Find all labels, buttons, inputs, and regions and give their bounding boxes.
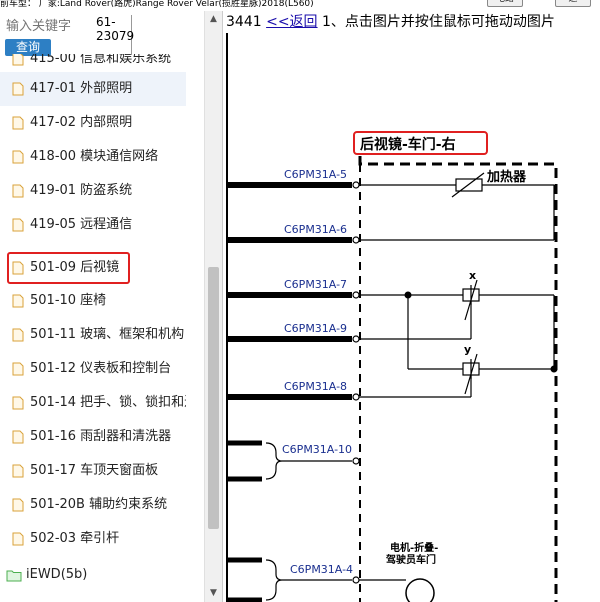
scroll-up-icon[interactable]: ▲ bbox=[210, 14, 217, 24]
terminal-pins bbox=[352, 181, 360, 584]
document-icon bbox=[12, 328, 24, 342]
label-c6pm31a-7: C6PM31A-7 bbox=[284, 278, 347, 291]
sidebar-item-417-01[interactable]: 417-01 外部照明 bbox=[0, 72, 186, 106]
sidebar-item-501-20b[interactable]: 501-20B 辅助约束系统 bbox=[0, 488, 186, 522]
sidebar-item-label: 502-03 牵引杆 bbox=[30, 531, 120, 546]
back-link[interactable]: <<返回 bbox=[266, 14, 318, 30]
sidebar-item-label: 419-01 防盗系统 bbox=[30, 183, 133, 198]
sidebar-item-label: 501-11 玻璃、框架和机构 bbox=[30, 327, 185, 342]
sidebar-item-419-01[interactable]: 419-01 防盗系统 bbox=[0, 174, 186, 208]
sidebar-item-501-09[interactable]: 501-09 后视镜 bbox=[7, 252, 130, 284]
sidebar-item-501-11[interactable]: 501-11 玻璃、框架和机构 bbox=[0, 318, 186, 352]
fold-motor-icon bbox=[405, 578, 435, 602]
sidebar-item-label: 501-10 座椅 bbox=[30, 293, 107, 308]
sidebar-item-label: 417-01 外部照明 bbox=[30, 81, 133, 96]
sidebar-item-label: 501-20B 辅助约束系统 bbox=[30, 497, 168, 512]
top-bar: 前车型： 厂家:Land Rover(路虎)Range Rover Velar(… bbox=[0, 0, 600, 11]
left-panel: 查询 61- 23079 415-00 信息和娱乐系统 417-01 外部照明 … bbox=[0, 11, 223, 602]
sidebar-item-label: 501-09 后视镜 bbox=[30, 260, 120, 275]
mirror-motor-circuit bbox=[359, 279, 555, 398]
document-icon bbox=[12, 261, 24, 275]
search-area: 查询 61- 23079 bbox=[0, 11, 204, 59]
sidebar-scrollbar[interactable]: ▲ ▼ bbox=[204, 11, 222, 602]
junction-dot-1 bbox=[404, 291, 412, 299]
sidebar-item-iewd[interactable]: iEWD(5b) bbox=[0, 558, 186, 592]
document-icon bbox=[12, 82, 24, 96]
document-icon bbox=[12, 150, 24, 164]
sidebar-item-501-17[interactable]: 501-17 车顶天窗面板 bbox=[0, 454, 186, 488]
instruction-text: 1、点击图片并按住鼠标可拖动动图片 bbox=[322, 14, 555, 30]
main-panel: 3441 <<返回 1、点击图片并按住鼠标可拖动动图片 后视镜-车门-右 C6P… bbox=[226, 11, 600, 602]
diagram-number: 3441 bbox=[226, 14, 262, 30]
brace-c6pm31a-4 bbox=[265, 559, 283, 601]
component-boundary-top bbox=[358, 156, 558, 602]
sidebar-item-label: 417-02 内部照明 bbox=[30, 115, 133, 130]
heater-label: 加热器 bbox=[486, 169, 527, 185]
fold-motor-label-2: 驾驶员车门 bbox=[385, 553, 436, 566]
document-icon bbox=[12, 396, 24, 410]
sidebar-item-417-02[interactable]: 417-02 内部照明 bbox=[0, 106, 186, 140]
brace-c6pm31a-10 bbox=[265, 442, 283, 480]
vehicle-breadcrumb: 前车型： 厂家:Land Rover(路虎)Range Rover Velar(… bbox=[0, 0, 314, 9]
label-c6pm31a-4: C6PM31A-4 bbox=[290, 563, 353, 576]
instruction-line: 3441 <<返回 1、点击图片并按住鼠标可拖动动图片 bbox=[226, 13, 555, 31]
sidebar-item-501-12[interactable]: 501-12 仪表板和控制台 bbox=[0, 352, 186, 386]
sidebar-item-label: 501-16 雨刮器和清洗器 bbox=[30, 429, 172, 444]
sidebar-item-501-10[interactable]: 501-10 座椅 bbox=[0, 284, 186, 318]
sidebar-item-418-00[interactable]: 418-00 模块通信网络 bbox=[0, 140, 186, 174]
search-input[interactable] bbox=[6, 15, 84, 37]
sidebar-item-label: 501-17 车顶天窗面板 bbox=[30, 463, 159, 478]
document-icon bbox=[12, 532, 24, 546]
document-icon bbox=[12, 464, 24, 478]
document-icon bbox=[12, 54, 24, 66]
document-icon bbox=[12, 184, 24, 198]
label-c6pm31a-6: C6PM31A-6 bbox=[284, 223, 347, 236]
sidebar-item-501-16[interactable]: 501-16 雨刮器和清洗器 bbox=[0, 420, 186, 454]
circuit-button[interactable]: 电路 bbox=[487, 0, 523, 7]
heater-circuit bbox=[359, 172, 555, 241]
sidebar-item-415-00[interactable]: 415-00 信息和娱乐系统 bbox=[0, 54, 186, 72]
id-display: 61- 23079 bbox=[90, 15, 134, 55]
query-button[interactable]: 查询 bbox=[5, 39, 51, 56]
folder-icon bbox=[6, 570, 22, 582]
sidebar-item-label: 501-14 把手、锁、锁扣和进入系统 bbox=[30, 395, 186, 410]
sidebar-item-label: 501-12 仪表板和控制台 bbox=[30, 361, 172, 376]
document-icon bbox=[12, 218, 24, 232]
title-highlight bbox=[353, 131, 488, 155]
sidebar-item-label: 419-05 远程通信 bbox=[30, 217, 133, 232]
sidebar-item-502-03[interactable]: 502-03 牵引杆 bbox=[0, 522, 186, 556]
document-icon bbox=[12, 294, 24, 308]
fold-motor-label-1: 电机-折叠- bbox=[390, 541, 438, 554]
label-c6pm31a-8: C6PM31A-8 bbox=[284, 380, 347, 393]
scroll-down-icon[interactable]: ▼ bbox=[210, 588, 217, 598]
sidebar-item-label: 415-00 信息和娱乐系统 bbox=[30, 54, 172, 66]
sidebar-item-label: iEWD(5b) bbox=[26, 567, 88, 582]
label-c6pm31a-10: C6PM31A-10 bbox=[282, 443, 352, 456]
document-icon bbox=[12, 498, 24, 512]
document-icon bbox=[12, 430, 24, 444]
sidebar-item-label: 418-00 模块通信网络 bbox=[30, 149, 159, 164]
wiring-diagram[interactable]: 后视镜-车门-右 C6PM31A-5 C6PM31A-6 C6PM31A-7 C… bbox=[226, 33, 600, 602]
y-axis-motor-label: y bbox=[464, 343, 471, 356]
x-axis-motor-label: x bbox=[469, 269, 476, 282]
scroll-thumb[interactable] bbox=[208, 267, 219, 529]
document-icon bbox=[12, 362, 24, 376]
diagram-title: 后视镜-车门-右 bbox=[360, 136, 456, 153]
junction-dot-2 bbox=[550, 365, 558, 373]
label-c6pm31a-5: C6PM31A-5 bbox=[284, 168, 347, 181]
sidebar-item-419-05[interactable]: 419-05 远程通信 bbox=[0, 208, 186, 242]
document-icon bbox=[12, 116, 24, 130]
sidebar-item-501-14[interactable]: 501-14 把手、锁、锁扣和进入系统 bbox=[0, 386, 186, 420]
label-c6pm31a-9: C6PM31A-9 bbox=[284, 322, 347, 335]
return-button[interactable]: 返 bbox=[555, 0, 591, 7]
